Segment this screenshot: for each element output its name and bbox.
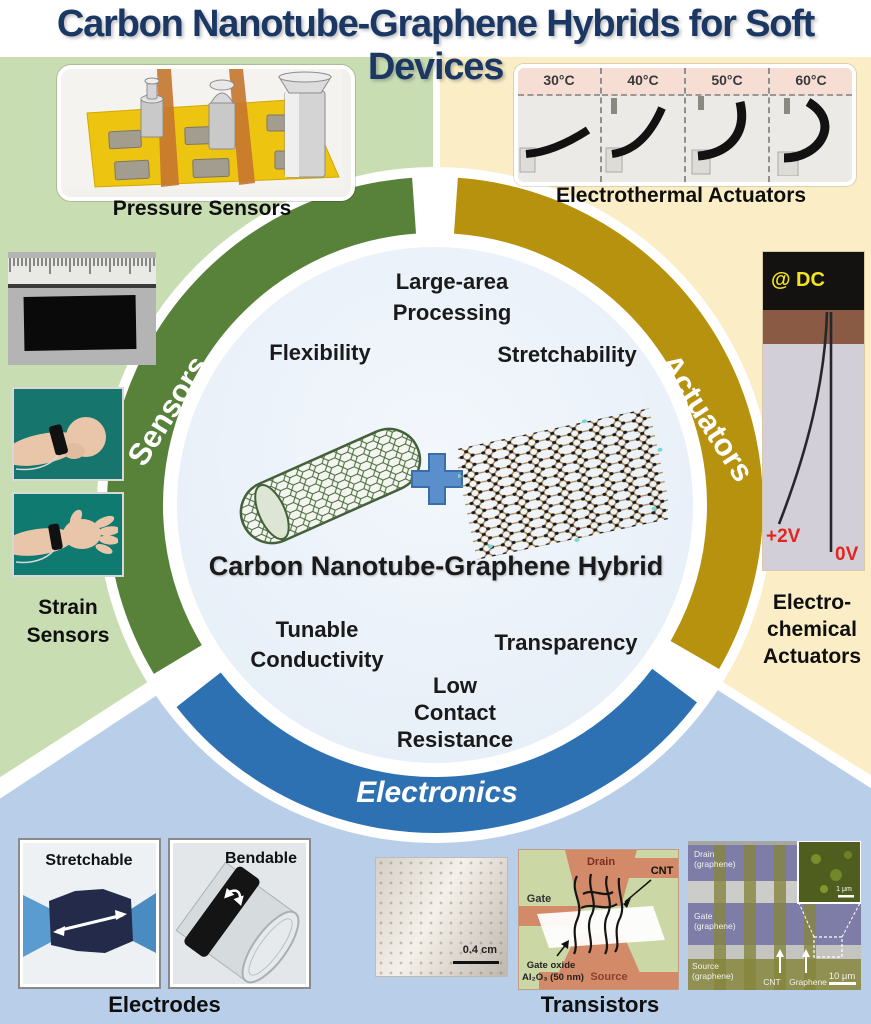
hub-property-flexibility: Flexibility	[269, 340, 371, 365]
schematic-drain-label: Drain	[587, 856, 615, 868]
hub-property-large-area-processing: Large-area Processing	[392, 269, 512, 325]
schematic-source-label: Source	[590, 971, 627, 983]
strain-sensor-ruler-photo	[8, 252, 156, 365]
bendable-electrode-art: Bendable	[173, 843, 306, 984]
stretchable-electrode-art: Stretchable	[23, 843, 156, 984]
sem-inset-scale-label: 1 μm	[836, 886, 852, 893]
hub-property-tunable-conductivity: Tunable Conductivity	[250, 617, 384, 672]
film-scale-bar	[453, 961, 499, 964]
bendable-label: Bendable	[225, 850, 297, 867]
electrothermal-panel-50c: 50°C	[686, 68, 770, 182]
strain-sensor-hand-photo	[12, 492, 124, 577]
schematic-gate-oxide-label-2: Al₂O₃ (50 nm)	[522, 972, 584, 983]
sem-source-label-2: (graphene)	[692, 971, 734, 981]
schematic-gate-label: Gate	[527, 893, 551, 905]
stretchable-electrode-photo: Stretchable	[18, 838, 161, 989]
graphene-illustration	[458, 408, 668, 560]
film-scale-label: 0.4 cm	[462, 944, 497, 956]
carbon-nanotube-illustration	[239, 427, 422, 545]
transistor-schematic-art: Drain CNT Gate Gate oxide Al₂O₃ (50 nm) …	[519, 850, 678, 989]
actuator-strip-50c	[691, 96, 747, 175]
electrothermal-panel-60c: 60°C	[770, 68, 852, 182]
sem-source-label-1: Source	[692, 961, 719, 971]
hub-property-stretchability: Stretchability	[497, 342, 637, 367]
electronics-arc	[176, 668, 697, 833]
electrothermal-actuators-caption: Electrothermal Actuators	[555, 184, 807, 207]
pressure-sensors-photo-art	[61, 69, 343, 189]
actuator-strip-30c	[519, 126, 591, 173]
sem-drain-label-1: Drain	[694, 849, 715, 859]
hub-main-label: Carbon Nanotube-Graphene Hybrid	[208, 551, 664, 581]
actuator-strip-60c	[777, 98, 830, 177]
ring-label-electronics: Electronics	[356, 776, 518, 809]
bendable-electrode-photo: Bendable	[168, 838, 311, 989]
electrothermal-actuators-photo: 30°C 40°C 50°C 60°C	[514, 64, 856, 186]
sensors-arc	[107, 177, 417, 674]
hub-property-transparency: Transparency	[494, 630, 638, 655]
sem-gate-label-1: Gate	[694, 911, 713, 921]
dc-label: @ DC	[771, 269, 825, 291]
ruler-photo-art	[8, 252, 156, 365]
transistor-schematic: Drain CNT Gate Gate oxide Al₂O₃ (50 nm) …	[518, 849, 679, 990]
schematic-cnt-label: CNT	[651, 865, 674, 877]
temperature-label-40c: 40°C	[602, 68, 684, 96]
sem-cnt-label: CNT	[763, 977, 780, 987]
strain-sensors-caption: Strain Sensors	[26, 596, 110, 647]
voltage-plus-label: +2V	[766, 526, 801, 547]
temperature-label-60c: 60°C	[770, 68, 852, 96]
page-title: Carbon Nanotube-Graphene Hybrids for Sof…	[56, 3, 815, 88]
electrothermal-panel-40c: 40°C	[602, 68, 686, 182]
electrochemical-photo-art: @ DC +2V 0V	[763, 252, 864, 570]
transistor-sem-art: 1 μm Drain (graphene) Gate (graphene) So…	[688, 841, 861, 990]
electrothermal-panel-30c: 30°C	[518, 68, 602, 182]
transparent-film-photo: 0.4 cm	[375, 857, 508, 977]
sem-gate-label-2: (graphene)	[694, 921, 736, 931]
voltage-zero-label: 0V	[835, 544, 859, 565]
temperature-label-50c: 50°C	[686, 68, 768, 96]
electrochemical-actuators-caption: Electro- chemical Actuators	[762, 591, 862, 668]
plus-icon	[411, 453, 463, 505]
schematic-gate-oxide-label-1: Gate oxide	[527, 960, 576, 971]
fist-photo-art	[14, 389, 118, 475]
sem-drain-label-2: (graphene)	[694, 859, 736, 869]
hub-property-low-contact-resistance: Low Contact Resistance	[396, 673, 514, 752]
actuator-strip-40c	[605, 98, 666, 173]
strain-sensor-fist-photo	[12, 387, 124, 481]
sem-graphene-label: Graphene	[789, 977, 827, 987]
sem-scale-label: 10 μm	[829, 971, 856, 982]
electrodes-caption: Electrodes	[108, 992, 221, 1017]
transistors-caption: Transistors	[540, 992, 660, 1017]
pressure-sensors-caption: Pressure Sensors	[112, 197, 292, 220]
pressure-sensors-photo	[57, 65, 355, 201]
hand-photo-art	[14, 494, 120, 571]
stretchable-label: Stretchable	[45, 852, 132, 869]
transistor-sem-photo: 1 μm Drain (graphene) Gate (graphene) So…	[688, 841, 861, 990]
temperature-label-30c: 30°C	[518, 68, 600, 96]
actuators-arc	[453, 177, 763, 669]
electrochemical-actuators-photo: @ DC +2V 0V	[762, 251, 865, 571]
